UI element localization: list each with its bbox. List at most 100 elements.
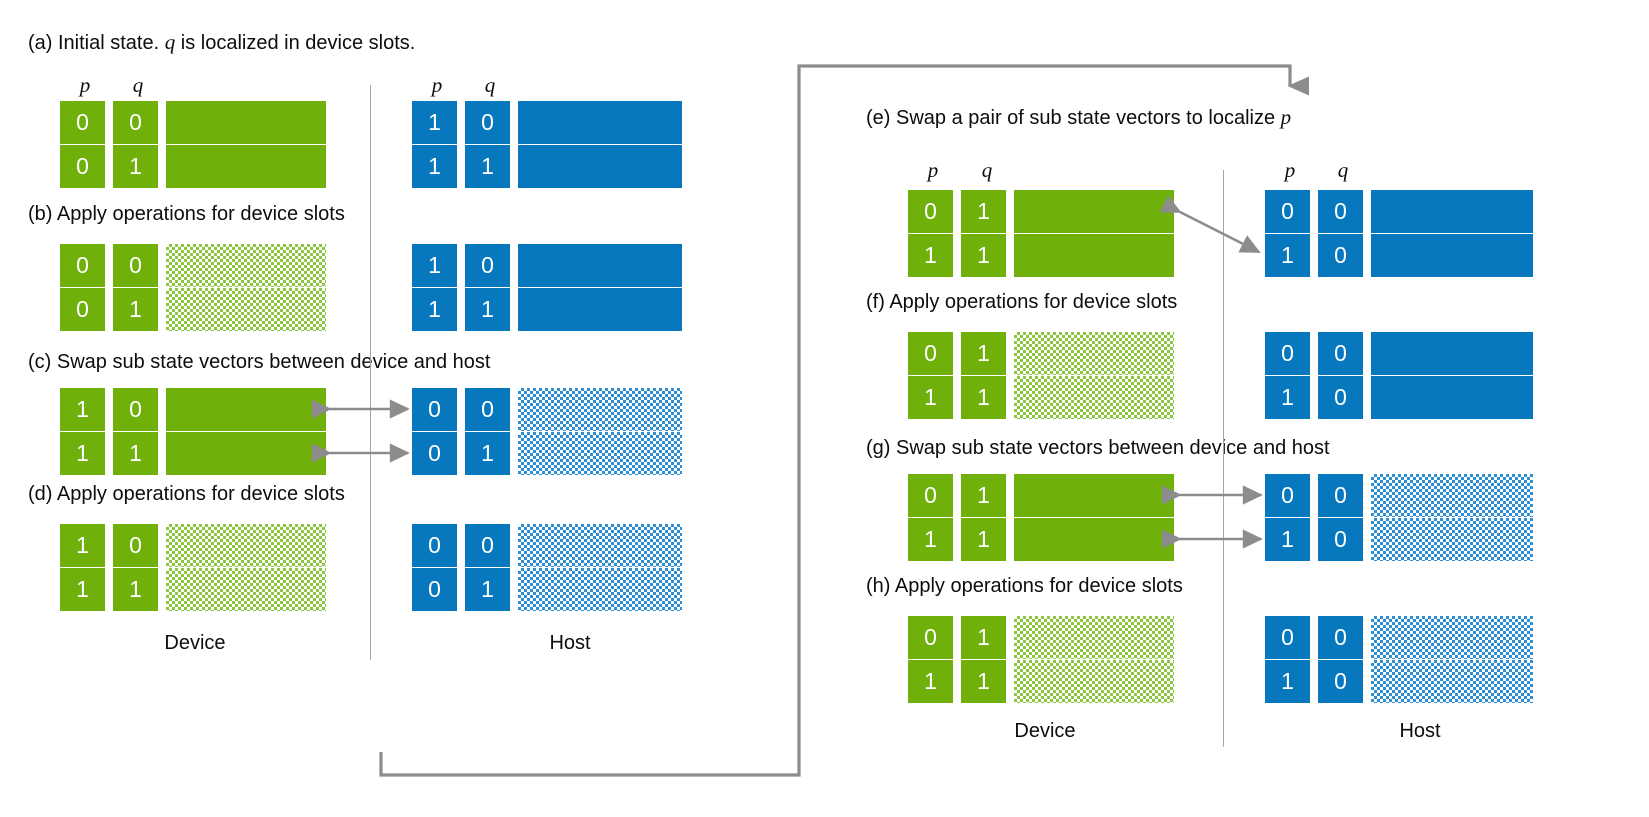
panel-e-device-row1-p: 1: [908, 234, 953, 277]
panel-b-host-row1-q: 1: [465, 288, 510, 331]
panel-h-device-row1-q: 1: [961, 660, 1006, 703]
panel-e-host-header-q: q: [1337, 158, 1349, 182]
panel-a-device-row0-vector: [166, 101, 326, 144]
panel-e-device-row1-q: 1: [961, 234, 1006, 277]
panel-h-device-row0-vector: [1014, 616, 1174, 659]
panel-d-device-row0-p: 1: [60, 524, 105, 567]
panel-g-device-row0-q: 1: [961, 474, 1006, 517]
panel-c-host-row0-vector: [518, 388, 682, 431]
right-host-label: Host: [1399, 720, 1441, 742]
panel-g-device-row1-vector: [1014, 518, 1174, 561]
panel-g-device-row0-p: 0: [908, 474, 953, 517]
panel-h-device-row0-q: 1: [961, 616, 1006, 659]
panel-h-device-row1-vector: [1014, 660, 1174, 703]
panel-g-device-row1-q: 1: [961, 518, 1006, 561]
panel-a-host-row1-vector: [518, 145, 682, 188]
panel-c-caption: (c) Swap sub state vectors between devic…: [28, 351, 491, 373]
panel-h-host-row1-q: 0: [1318, 660, 1363, 703]
panel-c-device-row0-p: 1: [60, 388, 105, 431]
panel-b-device-row1-vector: [166, 288, 326, 331]
panel-d-device-row1-q: 1: [113, 568, 158, 611]
panel-h-device-row0-p: 0: [908, 616, 953, 659]
panel-c-device-row1-vector: [166, 432, 326, 475]
panel-a-host-row0-q: 0: [465, 101, 510, 144]
panel-h-host-row1-vector: [1371, 660, 1533, 703]
panel-f-host-row0-q: 0: [1318, 332, 1363, 375]
panel-b-host-row0-p: 1: [412, 244, 457, 287]
panel-d-host-row1-q: 1: [465, 568, 510, 611]
panel-f-device-row0-q: 1: [961, 332, 1006, 375]
panel-c-host-row0-p: 0: [412, 388, 457, 431]
panel-d-device-row0-q: 0: [113, 524, 158, 567]
panel-c-host-row1-vector: [518, 432, 682, 475]
panel-a-host-header-q: q: [484, 73, 496, 97]
panel-f-device-row1-vector: [1014, 376, 1174, 419]
panel-g-host-row1-p: 1: [1265, 518, 1310, 561]
left-device-host-divider: [370, 85, 371, 660]
panel-h-device-row1-p: 1: [908, 660, 953, 703]
panel-f-device-row1-p: 1: [908, 376, 953, 419]
panel-b-caption: (b) Apply operations for device slots: [28, 203, 345, 225]
panel-d-host-row0-q: 0: [465, 524, 510, 567]
panel-f-device-row1-q: 1: [961, 376, 1006, 419]
panel-f-host-row1-q: 0: [1318, 376, 1363, 419]
panel-d-device-row1-p: 1: [60, 568, 105, 611]
panel-e-host-row0-q: 0: [1318, 190, 1363, 233]
panel-c-host-row1-p: 0: [412, 432, 457, 475]
panel-h-host-row0-p: 0: [1265, 616, 1310, 659]
panel-d-device-row1-vector: [166, 568, 326, 611]
panel-e-device-row0-p: 0: [908, 190, 953, 233]
panel-a-host-row0-p: 1: [412, 101, 457, 144]
panel-c-device-row1-q: 1: [113, 432, 158, 475]
panel-a-device-header-q: q: [132, 73, 144, 97]
panel-d-caption: (d) Apply operations for device slots: [28, 483, 345, 505]
panel-a-caption: (a) Initial state. q is localized in dev…: [28, 30, 415, 55]
panel-a-device-header-p: p: [79, 73, 91, 97]
panel-a-host-row1-q: 1: [465, 145, 510, 188]
panel-d-host-row1-p: 0: [412, 568, 457, 611]
panel-h-host-row0-q: 0: [1318, 616, 1363, 659]
panel-g-host-row1-vector: [1371, 518, 1533, 561]
panel-d-host-row0-p: 0: [412, 524, 457, 567]
panel-h-host-row0-vector: [1371, 616, 1533, 659]
panel-c-device-row0-vector: [166, 388, 326, 431]
panel-a-caption-prefix: (a) Initial state.: [28, 32, 165, 54]
panel-a-caption-italic: q: [164, 30, 176, 54]
panel-e-caption-prefix: (e) Swap a pair of sub state vectors to …: [866, 107, 1281, 129]
panel-g-host-row0-q: 0: [1318, 474, 1363, 517]
panel-e-host-row0-vector: [1371, 190, 1533, 233]
panel-b-device-row0-q: 0: [113, 244, 158, 287]
panel-a-device-row1-p: 0: [60, 145, 105, 188]
panel-g-device-row1-p: 1: [908, 518, 953, 561]
panel-b-host-row1-vector: [518, 288, 682, 331]
panel-b-host-row1-p: 1: [412, 288, 457, 331]
panel-h-caption: (h) Apply operations for device slots: [866, 575, 1183, 597]
panel-b-device-row0-vector: [166, 244, 326, 287]
panel-e-device-row1-vector: [1014, 234, 1174, 277]
panel-f-caption: (f) Apply operations for device slots: [866, 291, 1178, 313]
panel-f-device-row0-p: 0: [908, 332, 953, 375]
panel-a-device-row1-vector: [166, 145, 326, 188]
panel-f-host-row0-p: 0: [1265, 332, 1310, 375]
panel-e-pair-swap-arrow: [1159, 195, 1261, 254]
panel-a-host-row1-p: 1: [412, 145, 457, 188]
panel-a-device-row1-q: 1: [113, 145, 158, 188]
panel-f-device-row0-vector: [1014, 332, 1174, 375]
panel-c-device-row1-p: 1: [60, 432, 105, 475]
panel-b-device-row1-p: 0: [60, 288, 105, 331]
panel-b-host-row0-q: 0: [465, 244, 510, 287]
panel-a-device-row0-q: 0: [113, 101, 158, 144]
right-device-host-divider: [1223, 170, 1224, 747]
panel-d-device-row0-vector: [166, 524, 326, 567]
panel-f-host-row1-vector: [1371, 376, 1533, 419]
panel-g-host-row0-vector: [1371, 474, 1533, 517]
panel-h-host-row1-p: 1: [1265, 660, 1310, 703]
panel-e-device-header-p: p: [927, 158, 939, 182]
left-device-label: Device: [164, 632, 226, 654]
panel-c-host-row1-q: 1: [465, 432, 510, 475]
right-device-label: Device: [1014, 720, 1076, 742]
panel-f-host-row0-vector: [1371, 332, 1533, 375]
panel-e-device-header-q: q: [981, 158, 993, 182]
panel-a-device-row0-p: 0: [60, 101, 105, 144]
panel-e-host-row1-p: 1: [1265, 234, 1310, 277]
